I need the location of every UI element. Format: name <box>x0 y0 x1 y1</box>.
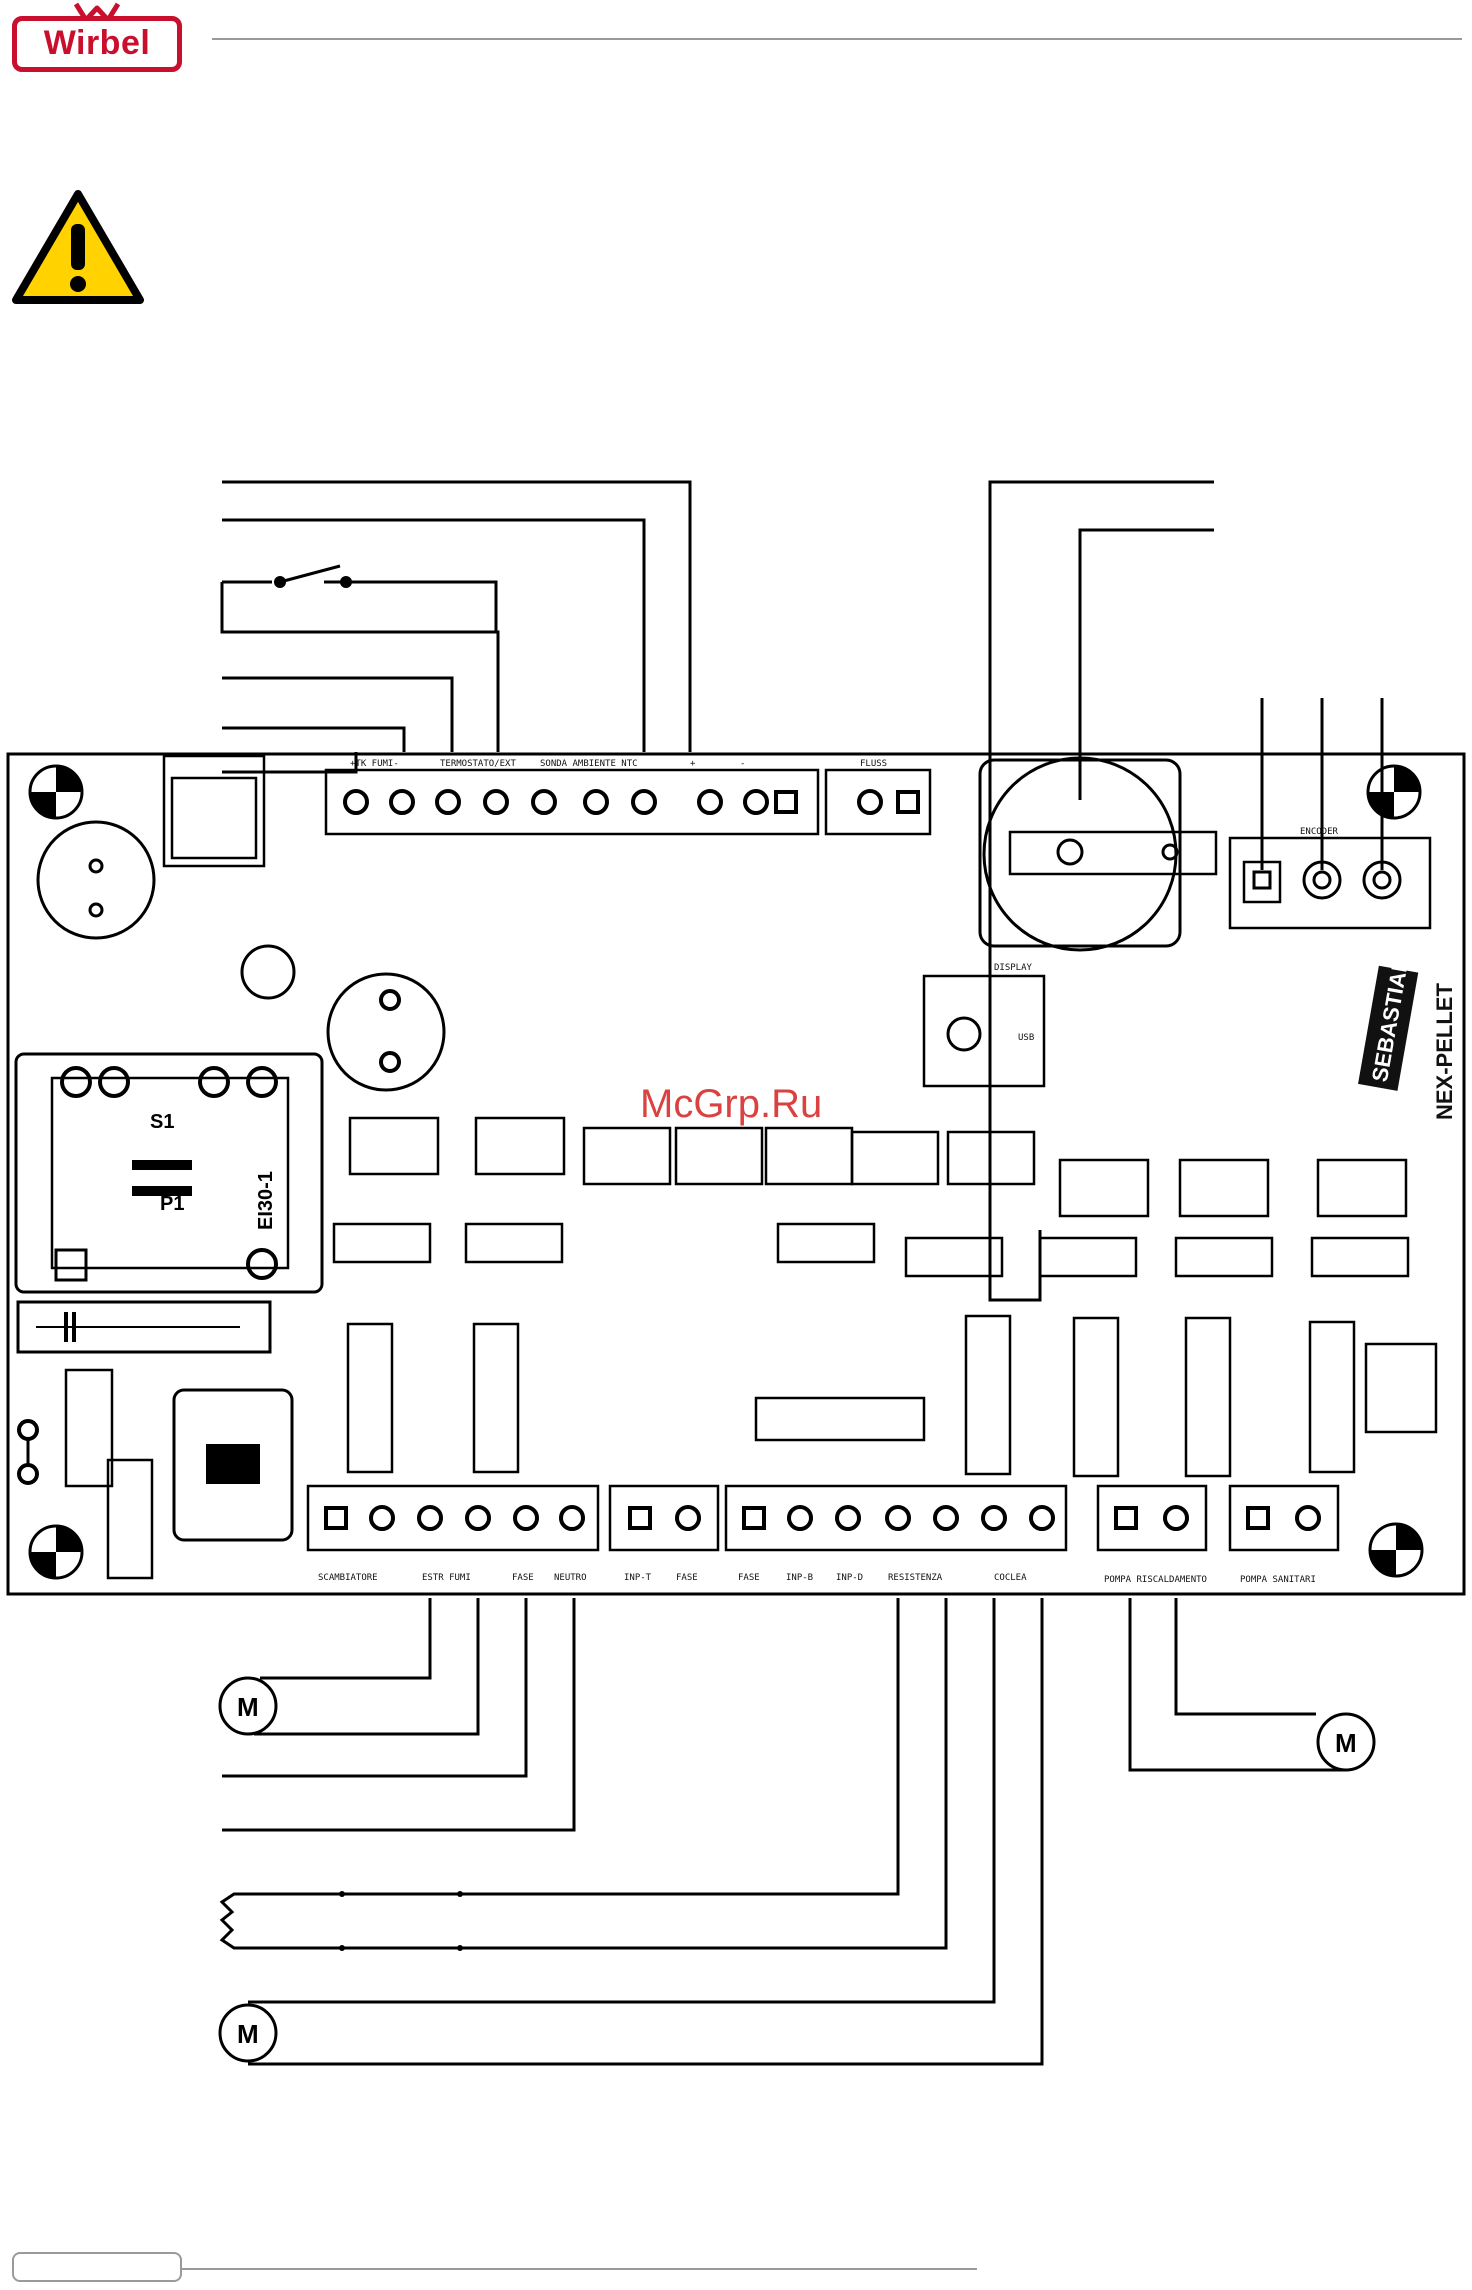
motor-icon: M <box>1318 1714 1374 1770</box>
label-tk-fumi: +TK FUMI- <box>350 759 399 769</box>
label-inp-d: INP-D <box>836 1573 863 1583</box>
wiring-diagram: +TK FUMI- TERMOSTATO/EXT SONDA AMBIENTE … <box>0 470 1472 2100</box>
label-termostato: TERMOSTATO/EXT <box>440 759 516 769</box>
warning-triangle-icon <box>10 188 146 306</box>
header-rule <box>212 38 1462 40</box>
label-fase-1: FASE <box>512 1573 534 1583</box>
transformer-s1: S1 <box>150 1111 174 1133</box>
footer-tab <box>12 2252 182 2282</box>
page-header: Wirbel <box>0 0 1472 90</box>
label-sonda-ambiente: SONDA AMBIENTE NTC <box>540 759 638 769</box>
label-scambiatore: SCAMBIATORE <box>318 1573 378 1583</box>
motor-label-3: M <box>237 2019 259 2049</box>
board-model: NEX-PELLET <box>1432 983 1457 1120</box>
wirbel-logo: Wirbel <box>12 6 188 74</box>
label-usb: USB <box>1018 1033 1034 1043</box>
footer-rule <box>182 2268 977 2270</box>
label-resistenza: RESISTENZA <box>888 1573 943 1583</box>
watermark: McGrp.Ru <box>640 1082 822 1127</box>
label-encoder: ENCODER <box>1300 827 1339 837</box>
label-minus: - <box>740 759 745 769</box>
label-inp-t: INP-T <box>624 1573 652 1583</box>
motor-icon: M <box>220 2005 276 2061</box>
motor-label-2: M <box>1335 1728 1357 1758</box>
motor-label-1: M <box>237 1692 259 1722</box>
thermostat-switch-icon <box>274 566 352 588</box>
brand-name: Wirbel <box>12 24 182 63</box>
label-pompa-riscaldamento: POMPA RISCALDAMENTO <box>1104 1575 1207 1585</box>
label-estr-fumi: ESTR FUMI <box>422 1573 471 1583</box>
label-coclea: COCLEA <box>994 1573 1027 1583</box>
transformer-p1: P1 <box>160 1193 184 1215</box>
motor-icon: M <box>220 1678 276 1734</box>
label-pompa-sanitari: POMPA SANITARI <box>1240 1575 1316 1585</box>
label-plus: + <box>690 759 696 769</box>
label-display: DISPLAY <box>994 963 1033 973</box>
label-fase-2: FASE <box>676 1573 698 1583</box>
transformer-model: EI30-1 <box>255 1171 277 1230</box>
label-inp-b: INP-B <box>786 1573 813 1583</box>
label-neutro: NEUTRO <box>554 1573 587 1583</box>
label-fase-3: FASE <box>738 1573 760 1583</box>
label-flusso: FLUSS <box>860 759 887 769</box>
